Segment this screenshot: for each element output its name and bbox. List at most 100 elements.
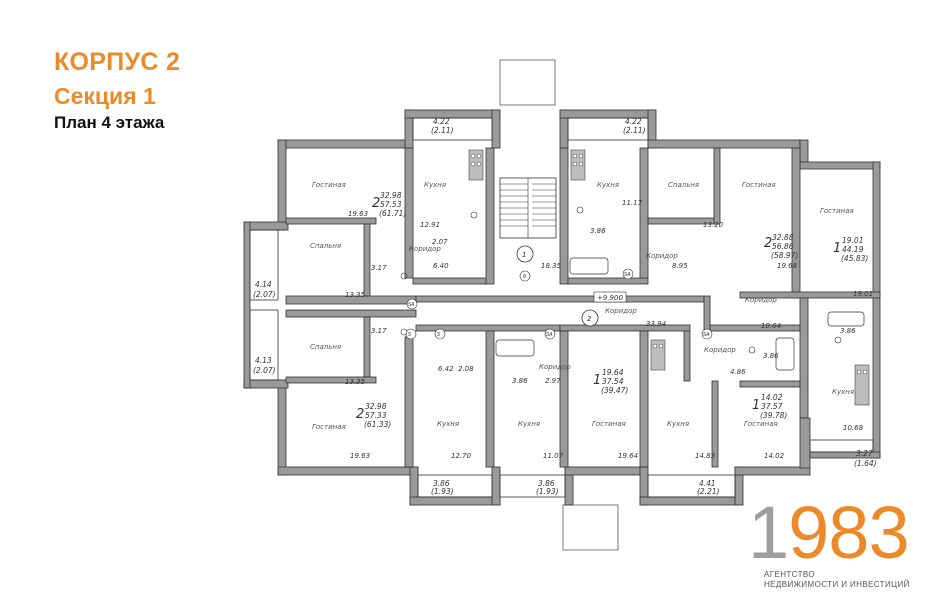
svg-text:10.64: 10.64 — [761, 322, 781, 330]
svg-text:(1.93): (1.93) — [536, 487, 559, 496]
marker-sa1: SA — [546, 332, 553, 338]
svg-text:37.57: 37.57 — [761, 402, 783, 411]
marker-sa4: SA — [408, 302, 415, 308]
svg-text:57.33: 57.33 — [365, 411, 387, 420]
apartment-5: 1 19.64 37.54 (39.47) — [593, 368, 628, 395]
label-corridor-2: Коридор — [646, 252, 678, 260]
label-corridor-1: Коридор — [409, 245, 441, 253]
label-corridor-4: Коридор — [745, 296, 777, 304]
svg-text:1: 1 — [833, 241, 841, 256]
svg-text:56.86: 56.86 — [772, 242, 794, 251]
marker-sa3: SA — [703, 332, 710, 338]
label-corridor-5: Коридор — [704, 346, 736, 354]
floor-plan-title: План 4 этажа — [54, 113, 165, 132]
label-kitchen-4: Кухня — [518, 420, 540, 428]
label-living-6: Гостиная — [744, 420, 778, 428]
svg-text:(58.97): (58.97) — [771, 251, 798, 260]
svg-text:2: 2 — [372, 196, 380, 211]
apartment-2: 2 32.88 56.86 (58.97) — [764, 233, 798, 260]
label-living-4: Гостиная — [312, 423, 346, 431]
apartment-4: 2 32.98 57.33 (61.33) — [356, 402, 391, 429]
svg-text:2.97: 2.97 — [545, 377, 561, 385]
svg-text:4.41: 4.41 — [699, 479, 716, 488]
balcony-areas: 4.22 (2.11) 4.22 (2.11) 4.14 (2.07) 4.13… — [253, 117, 877, 496]
label-corridor-3: Коридор — [605, 307, 637, 315]
svg-text:3.27: 3.27 — [856, 449, 873, 458]
svg-text:(2.11): (2.11) — [623, 126, 646, 135]
svg-text:(2.07): (2.07) — [253, 366, 276, 375]
svg-text:(45.83): (45.83) — [841, 254, 868, 263]
svg-text:(1.93): (1.93) — [431, 487, 454, 496]
svg-text:19.68: 19.68 — [777, 262, 798, 270]
label-kitchen-3: Кухня — [437, 420, 459, 428]
svg-text:2: 2 — [764, 236, 772, 251]
svg-text:33.94: 33.94 — [646, 320, 666, 328]
label-bedroom-2: Спальня — [310, 242, 341, 250]
label-living-1: Гостиная — [312, 181, 346, 189]
section-title: Секция 1 — [54, 83, 156, 109]
svg-text:13.35: 13.35 — [345, 291, 366, 299]
svg-text:(2.07): (2.07) — [253, 290, 276, 299]
svg-text:3.86: 3.86 — [590, 227, 606, 235]
stair-top-projection — [499, 59, 556, 106]
svg-text:19.63: 19.63 — [350, 452, 370, 460]
svg-text:6.40: 6.40 — [433, 262, 449, 270]
apartment-6: 1 14.02 37.57 (39.78) — [752, 393, 787, 420]
svg-text:18.35: 18.35 — [541, 262, 562, 270]
svg-text:3.86: 3.86 — [512, 377, 528, 385]
marker-s2: S — [437, 332, 441, 338]
label-kitchen-2: Кухня — [597, 181, 619, 189]
svg-text:(39.78): (39.78) — [760, 411, 787, 420]
svg-text:(61.33): (61.33) — [364, 420, 391, 429]
svg-text:19.01: 19.01 — [842, 236, 863, 245]
svg-text:13.35: 13.35 — [345, 378, 366, 386]
svg-text:12.91: 12.91 — [420, 221, 440, 229]
svg-text:14.83: 14.83 — [695, 452, 715, 460]
apartment-3: 1 19.01 44.19 (45.83) — [833, 236, 868, 263]
svg-text:14.02: 14.02 — [761, 393, 783, 402]
label-living-2: Гостиная — [742, 181, 776, 189]
apartment-1: 2 32.98 57.53 (61.71) — [372, 191, 406, 218]
label-bedroom-1: Спальня — [668, 181, 699, 189]
label-corridor-6: Коридор — [539, 363, 571, 371]
fixtures — [400, 149, 870, 406]
svg-text:32.98: 32.98 — [380, 191, 402, 200]
svg-text:19.64: 19.64 — [602, 368, 624, 377]
room-areas: 19.63 12.91 2.07 6.40 3.17 13.35 3.86 11… — [345, 199, 873, 460]
label-kitchen-5: Кухня — [667, 420, 689, 428]
building-title: КОРПУС 2 — [54, 48, 181, 76]
svg-text:4.22: 4.22 — [625, 117, 642, 126]
svg-text:14.02: 14.02 — [764, 452, 785, 460]
svg-text:44.19: 44.19 — [842, 245, 864, 254]
staircase — [499, 177, 557, 239]
marker-s: S — [408, 332, 412, 338]
label-bedroom-3: Спальня — [310, 343, 341, 351]
svg-text:8.95: 8.95 — [672, 262, 688, 270]
svg-text:11.17: 11.17 — [622, 199, 643, 207]
svg-text:57.53: 57.53 — [380, 200, 402, 209]
svg-text:1: 1 — [593, 373, 601, 388]
svg-text:19.64: 19.64 — [618, 452, 638, 460]
svg-text:12.70: 12.70 — [451, 452, 472, 460]
label-living-3: Гостиная — [820, 207, 854, 215]
outer-walls — [243, 109, 881, 506]
label-kitchen-1: Кухня — [424, 181, 446, 189]
marker-1: 1 — [522, 251, 526, 259]
svg-text:(2.11): (2.11) — [431, 126, 454, 135]
svg-text:32.98: 32.98 — [365, 402, 387, 411]
markers: 1 2 6 S S SA SA SA SA +9.900 — [405, 245, 713, 340]
svg-text:4.86: 4.86 — [730, 368, 746, 376]
svg-text:3.86: 3.86 — [538, 479, 555, 488]
svg-text:19.01: 19.01 — [853, 290, 873, 298]
svg-text:(2.21): (2.21) — [697, 487, 720, 496]
room-labels: Гостиная Кухня Кухня Спальня Гостиная Го… — [310, 181, 854, 431]
svg-text:(61.71): (61.71) — [379, 209, 406, 218]
svg-text:3.86: 3.86 — [840, 327, 856, 335]
svg-text:11.07: 11.07 — [543, 452, 564, 460]
svg-text:3.86: 3.86 — [763, 352, 779, 360]
label-living-5: Гостиная — [592, 420, 626, 428]
svg-text:(39.47): (39.47) — [601, 386, 628, 395]
level-mark: +9.900 — [597, 294, 623, 302]
svg-text:2: 2 — [356, 407, 364, 422]
